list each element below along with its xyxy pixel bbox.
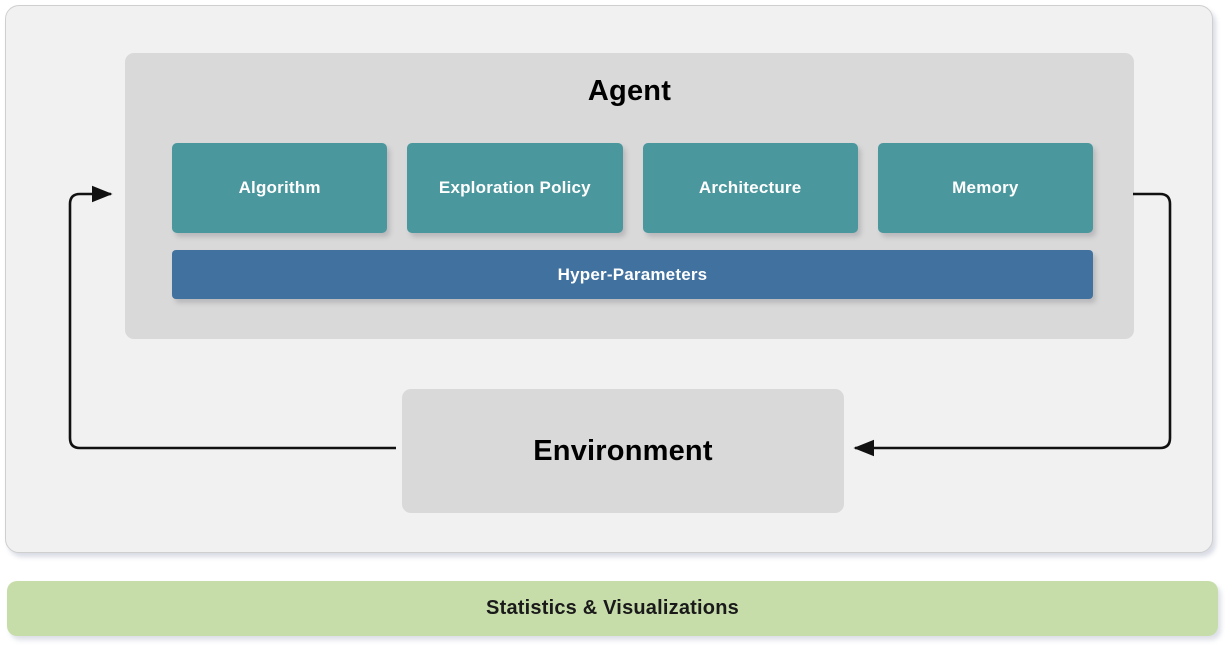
statistics-visualizations-bar[interactable]: Statistics & Visualizations	[7, 581, 1218, 636]
agent-component-architecture[interactable]: Architecture	[642, 143, 858, 233]
agent-component-algorithm[interactable]: Algorithm	[172, 143, 388, 233]
agent-environment-loop-panel: Agent Algorithm Exploration Policy Archi…	[5, 5, 1213, 553]
agent-component-exploration-policy[interactable]: Exploration Policy	[407, 143, 623, 233]
agent-component-label: Exploration Policy	[438, 178, 591, 197]
agent-component-memory[interactable]: Memory	[877, 143, 1093, 233]
environment-label: Environment	[533, 434, 713, 467]
hyper-parameters-bar[interactable]: Hyper-Parameters	[172, 250, 1093, 299]
agent-component-row: Algorithm Exploration Policy Architectur…	[172, 143, 1093, 233]
hyper-parameters-label: Hyper-Parameters	[557, 264, 708, 284]
agent-panel[interactable]: Agent Algorithm Exploration Policy Archi…	[125, 53, 1134, 339]
agent-component-label: Algorithm	[238, 178, 321, 197]
agent-component-label: Memory	[952, 178, 1019, 197]
environment-panel[interactable]: Environment	[402, 389, 844, 513]
agent-title: Agent	[587, 75, 672, 107]
statistics-visualizations-label: Statistics & Visualizations	[486, 597, 739, 619]
agent-component-label: Architecture	[698, 178, 802, 197]
